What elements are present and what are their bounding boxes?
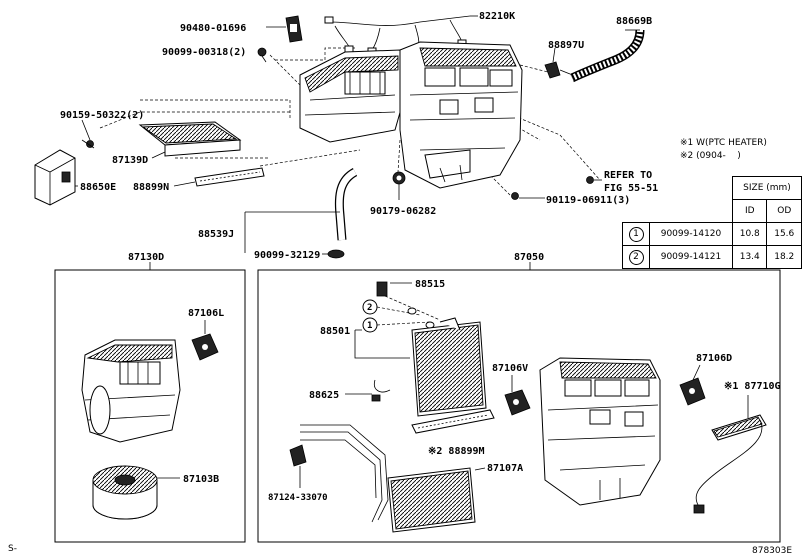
footer-left: S- <box>8 544 17 554</box>
sensor-88897u <box>544 47 571 79</box>
label-88539j: 88539J <box>198 229 234 240</box>
evaporator-88501 <box>411 317 487 417</box>
label-refer-2: FIG 55-51 <box>604 183 658 194</box>
footer-right-code: 878303E <box>752 546 793 556</box>
size-table: SIZE (mm) ID OD 1 90099-14120 10.8 15.6 … <box>622 176 802 269</box>
box-87050 <box>257 269 781 543</box>
heater-core-87107a <box>300 424 486 533</box>
ptc-heater-87710g <box>693 395 767 514</box>
table-row: 1 90099-14120 10.8 15.6 <box>622 222 802 246</box>
thermistor-88625 <box>345 379 391 402</box>
o-rings <box>354 295 441 359</box>
motor-87106l <box>191 320 219 361</box>
mark-circle: 1 <box>628 226 644 242</box>
clip-90480 <box>266 15 303 43</box>
label-90099-00318: 90099-00318(2) <box>162 47 246 58</box>
size-header: SIZE (mm) <box>732 176 802 200</box>
valve-88515 <box>376 281 412 297</box>
motor-87106v <box>504 375 531 416</box>
label-82210k: 82210K <box>479 11 515 22</box>
hose-88669b <box>570 29 645 83</box>
label-88650e: 88650E <box>80 182 116 193</box>
drain-hose-88539j <box>244 168 358 253</box>
label-87130d: 87130D <box>128 252 164 263</box>
motor-87106d <box>679 364 706 406</box>
label-88515: 88515 <box>415 279 445 290</box>
o-ring-mark-1: 1 <box>367 321 372 331</box>
note-ptc-heater: ※1 W(PTC HEATER) <box>680 138 767 148</box>
grommet-90099-32129 <box>322 249 345 259</box>
screw-90099-00318 <box>257 47 267 63</box>
screw-90159 <box>81 119 95 149</box>
strip-88899n <box>173 167 265 187</box>
part-number: 90099-14120 <box>649 222 733 246</box>
label-90159: 90159-50322(2) <box>60 110 144 121</box>
label-90480: 90480-01696 <box>180 23 246 34</box>
outer-diameter: 18.2 <box>766 245 802 269</box>
label-87106l: 87106L <box>188 308 224 319</box>
blower-motor-87103b <box>92 465 180 520</box>
note-date: ※2 (0904- ) <box>680 151 741 161</box>
label-87107a: 87107A <box>487 463 523 474</box>
strip-88899m <box>411 409 495 434</box>
label-87103b: 87103B <box>183 474 219 485</box>
clamp-87124 <box>289 444 307 488</box>
screw-90119 <box>511 176 602 200</box>
o-ring-mark-2: 2 <box>367 303 372 313</box>
label-88669b: 88669B <box>616 16 652 27</box>
col-od-header: OD <box>766 199 802 223</box>
label-87710g: ※1 87710G <box>724 381 781 392</box>
label-90119: 90119-06911(3) <box>546 195 630 206</box>
label-88501: 88501 <box>320 326 350 337</box>
hvac-assembly-upper <box>299 41 523 189</box>
outer-diameter: 15.6 <box>766 222 802 246</box>
blower-case-87130d <box>81 339 181 443</box>
label-87139d: 87139D <box>112 155 148 166</box>
inner-diameter: 13.4 <box>731 245 768 269</box>
inner-diameter: 10.8 <box>731 222 768 246</box>
part-number: 90099-14121 <box>649 245 733 269</box>
label-87124: 87124-33070 <box>268 493 328 503</box>
label-87106v: 87106V <box>492 363 528 374</box>
table-row: 2 90099-14121 13.4 18.2 <box>622 245 802 269</box>
label-90179: 90179-06282 <box>370 206 436 217</box>
mark-circle: 2 <box>628 249 644 265</box>
filter-87139d <box>138 121 242 159</box>
label-88899m: ※2 88899M <box>428 446 485 457</box>
grommet-90179 <box>392 171 406 200</box>
label-refer-1: REFER TO <box>604 170 652 181</box>
hvac-case-87050 <box>539 357 661 506</box>
amplifier-88650e <box>34 149 78 206</box>
label-88899n: 88899N <box>133 182 169 193</box>
label-90099-32129: 90099-32129 <box>254 250 320 261</box>
label-88625: 88625 <box>309 390 339 401</box>
col-id-header: ID <box>731 199 768 223</box>
label-87050: 87050 <box>514 252 544 263</box>
label-88897u: 88897U <box>548 40 584 51</box>
label-87106d: 87106D <box>696 353 732 364</box>
